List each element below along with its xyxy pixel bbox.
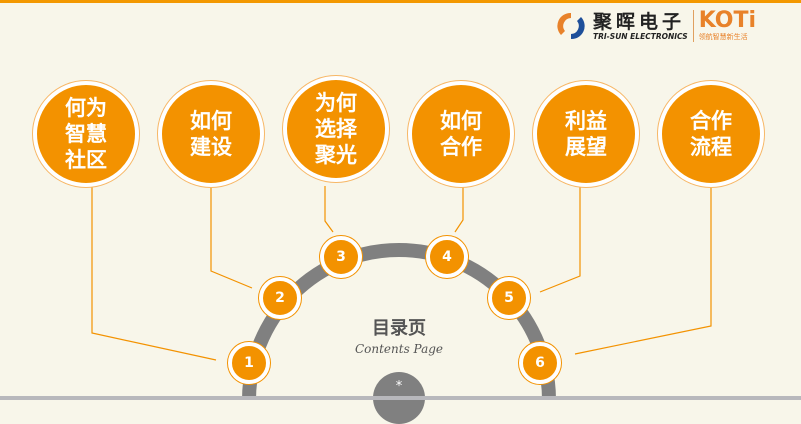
topic-label: 如何建设 [190, 109, 232, 159]
brand-name: KOTi [698, 8, 756, 33]
top-accent-bar [0, 0, 801, 3]
topic-label: 如何合作 [440, 109, 482, 159]
number-badge-2[interactable]: 2 [259, 277, 301, 319]
connector-line-1 [91, 186, 217, 361]
topic-circle-2[interactable]: 如何建设 [158, 81, 264, 187]
topic-circle-5[interactable]: 利益展望 [533, 81, 639, 187]
connector-line-3 [324, 186, 334, 233]
topic-label: 利益展望 [565, 109, 607, 159]
logo-swirl-icon [557, 12, 585, 40]
connector-line-2 [210, 186, 253, 289]
company-name-cn: 聚晖电子 [593, 10, 686, 33]
connector-graphics [91, 186, 712, 400]
topic-circle-3[interactable]: 为何选择聚光 [283, 76, 389, 182]
company-logo: 聚晖电子 TRI-SUN ELECTRONICS KOTi 领航智慧新生活 [555, 10, 756, 42]
topic-label: 为何选择聚光 [315, 91, 357, 167]
company-name-en: TRI-SUN ELECTRONICS [593, 31, 688, 41]
connector-line-4 [454, 186, 464, 233]
topic-label: 合作流程 [690, 109, 732, 159]
page-subtitle: Contents Page [354, 342, 444, 356]
connector-line-5 [539, 186, 581, 293]
logo-divider [692, 10, 694, 42]
bottom-bar [0, 396, 801, 400]
contents-arc [242, 243, 556, 400]
topic-circle-4[interactable]: 如何合作 [408, 81, 514, 187]
number-badge-3[interactable]: 3 [320, 236, 362, 278]
number-badge-1[interactable]: 1 [228, 342, 270, 384]
brand-slogan: 领航智慧新生活 [698, 33, 748, 41]
number-badge-5[interactable]: 5 [488, 277, 530, 319]
topic-circle-6[interactable]: 合作流程 [658, 81, 764, 187]
topic-label: 何为智慧社区 [65, 96, 107, 172]
page-title: 目录页 [372, 318, 426, 339]
connector-line-6 [574, 186, 712, 355]
topic-circle-1[interactable]: 何为智慧社区 [33, 81, 139, 187]
number-badge-4[interactable]: 4 [426, 236, 468, 278]
number-badge-6[interactable]: 6 [519, 342, 561, 384]
